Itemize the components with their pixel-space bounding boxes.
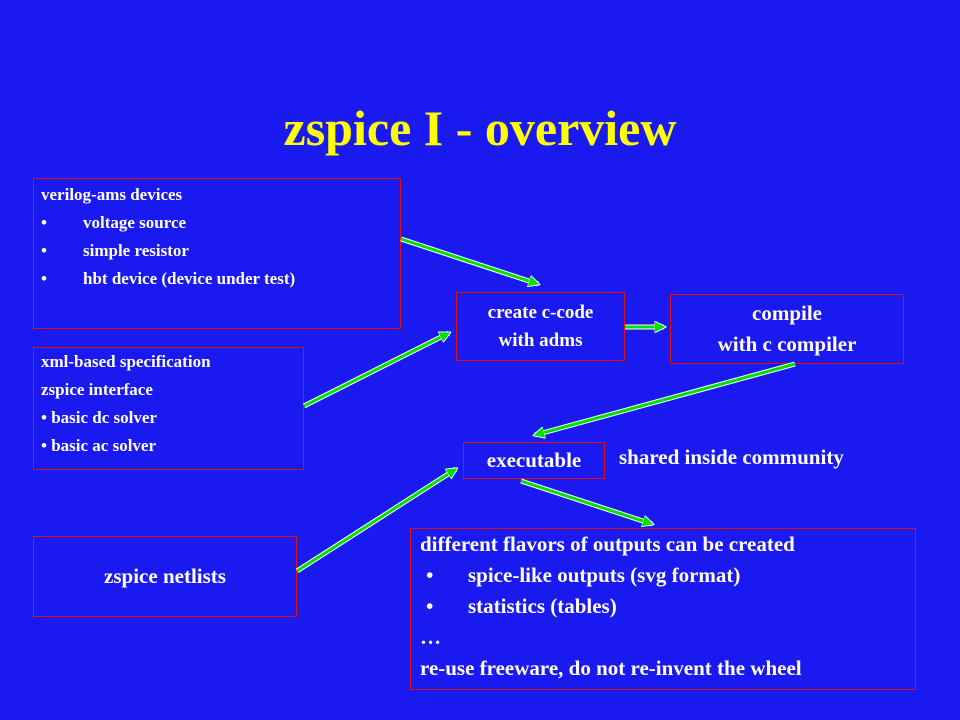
bullet: • — [41, 241, 47, 260]
shared-community-label: shared inside community — [619, 445, 844, 469]
xml-item-dc-solver: • basic dc solver — [41, 408, 157, 427]
arrow-netlists-to-executable — [295, 466, 456, 574]
verilog-item-simple-resistor: • simple resistor — [41, 237, 400, 265]
item-label: spice-like outputs (svg format) — [468, 563, 741, 587]
adms-box: create c-code with adms — [456, 292, 625, 361]
outputs-item-spice-like: • spice-like outputs (svg format) — [420, 560, 915, 591]
bullet: • — [426, 594, 434, 618]
verilog-item-voltage-source: • voltage source — [41, 209, 400, 237]
bullet: • — [426, 563, 434, 587]
executable-box: executable — [463, 442, 605, 479]
executable-label: executable — [486, 448, 582, 472]
verilog-devices-box: verilog-ams devices • voltage source • s… — [33, 178, 401, 329]
compile-line-2: with c compiler — [717, 332, 857, 356]
item-label: statistics (tables) — [468, 594, 617, 618]
outputs-item-statistics: • statistics (tables) — [420, 591, 915, 622]
item-label: voltage source — [83, 213, 187, 232]
verilog-heading: verilog-ams devices — [41, 185, 183, 204]
verilog-item-hbt-device: • hbt device (device under test) — [41, 265, 400, 293]
bullet: • — [41, 213, 47, 232]
xml-line-1: xml-based specification — [41, 352, 211, 371]
netlists-label: zspice netlists — [104, 564, 226, 588]
outputs-footer: re-use freeware, do not re-invent the wh… — [420, 656, 802, 680]
bullet: • — [41, 269, 47, 288]
arrow-xml-to-adms — [302, 330, 449, 409]
netlists-box: zspice netlists — [33, 536, 297, 617]
compile-box: compile with c compiler — [670, 294, 904, 364]
adms-line-1: create c-code — [487, 301, 594, 323]
item-label: simple resistor — [83, 241, 189, 260]
arrow-executable-to-outputs — [520, 478, 652, 524]
item-label: hbt device (device under test) — [83, 269, 296, 288]
outputs-heading: different flavors of outputs can be crea… — [420, 532, 795, 556]
xml-item-ac-solver: • basic ac solver — [41, 436, 157, 455]
xml-spec-box: xml-based specification zspice interface… — [33, 347, 304, 470]
arrow-compile-to-executable — [535, 361, 796, 435]
adms-line-2: with adms — [498, 329, 583, 351]
xml-line-2: zspice interface — [41, 380, 153, 399]
outputs-box: different flavors of outputs can be crea… — [410, 528, 916, 690]
arrow-verilog-to-adms — [400, 236, 538, 284]
page-title: zspice I - overview — [283, 100, 677, 156]
outputs-ellipsis: … — [420, 625, 441, 649]
compile-line-1: compile — [752, 301, 822, 325]
